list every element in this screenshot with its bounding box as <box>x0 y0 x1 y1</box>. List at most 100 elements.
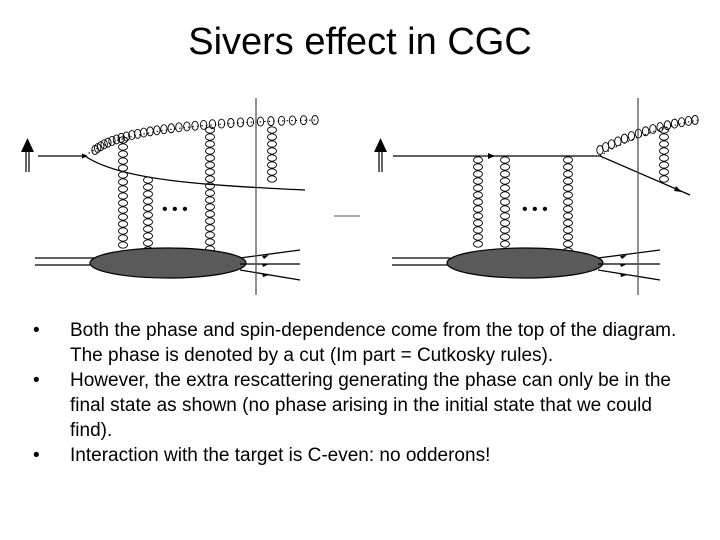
exchange-gluons <box>473 126 669 255</box>
gluon-loop <box>500 184 510 192</box>
gluon-loop <box>118 164 128 172</box>
ellipsis-dots: • • • <box>522 201 548 218</box>
gluon-loop <box>205 168 215 176</box>
gluon-loop <box>500 198 510 206</box>
gluon-loop <box>205 231 215 239</box>
gluon-loop <box>614 136 622 147</box>
gluon-loop <box>267 147 277 155</box>
gluon-loop <box>563 170 573 178</box>
gluon-loop <box>659 126 669 134</box>
right-diagram: • • • <box>374 98 699 295</box>
gluon-loop <box>473 177 483 185</box>
gluon-loop <box>140 127 148 138</box>
gluon-loop <box>97 141 105 152</box>
gluon-loop <box>118 199 128 207</box>
gluon-loop <box>620 133 629 144</box>
gluon-loop <box>659 168 669 176</box>
gluon-loop <box>205 238 215 246</box>
feynman-diagrams: • • • • • • <box>21 98 699 295</box>
target-outgoing-1 <box>597 249 661 259</box>
quark-line <box>84 155 306 191</box>
gluon-loop <box>267 175 277 183</box>
gluon-loop <box>118 171 128 179</box>
gluon-loop <box>246 117 255 127</box>
gluon-loop <box>641 126 650 137</box>
gluon-loop <box>205 182 215 190</box>
gluon-loop <box>118 143 128 151</box>
gluon-loop <box>684 116 693 126</box>
gluon-loop <box>143 232 153 240</box>
gluon-loop <box>118 234 128 242</box>
target-outgoing-1 <box>239 249 301 259</box>
gluon-loop <box>277 115 286 126</box>
gluon-loop <box>500 191 510 199</box>
gluon-loop <box>500 156 510 164</box>
gluon-loop <box>473 226 483 234</box>
gluon-loop <box>256 116 265 127</box>
gluon-loop <box>500 226 510 234</box>
gluon-loop <box>473 219 483 227</box>
gluon-loop <box>205 217 215 225</box>
gluon-loop <box>267 116 275 127</box>
gluon-loop <box>473 156 483 164</box>
gluon-loop <box>128 130 136 141</box>
gluon-loop <box>299 115 308 126</box>
gluon-loop <box>659 147 669 155</box>
gluon-loop <box>143 176 153 184</box>
gluon-loop <box>563 198 573 206</box>
gluon-emitted <box>599 119 699 157</box>
gluon-loop <box>175 122 183 133</box>
gluon-loop <box>143 204 153 212</box>
gluon-loop <box>143 197 153 205</box>
gluon-loop <box>205 175 215 183</box>
gluon-loop <box>288 115 297 126</box>
gluon-loop <box>118 206 128 214</box>
gluon-loop <box>205 224 215 232</box>
gluon-loop <box>659 175 669 183</box>
gluon-loop <box>118 220 128 228</box>
gluon-loop <box>167 123 175 134</box>
gluon-loop <box>659 161 669 169</box>
gluon-loop <box>143 218 153 226</box>
gluon-loop <box>500 170 510 178</box>
bullet-list: •Both the phase and spin-dependence come… <box>30 318 690 468</box>
gluon-loop <box>563 205 573 213</box>
gluon-loop <box>563 233 573 241</box>
gluon-loop <box>473 191 483 199</box>
gluon-loop <box>117 132 125 143</box>
gluon-loop <box>205 140 215 148</box>
gluon-loop <box>563 163 573 171</box>
gluon-loop <box>473 240 483 248</box>
gluon-loop <box>500 233 510 241</box>
gluon-loop <box>563 191 573 199</box>
gluon-loop <box>227 118 235 128</box>
bullet-text: However, the extra rescattering generati… <box>70 370 671 441</box>
bullet-text: Both the phase and spin-dependence come … <box>70 320 677 366</box>
gluon-loop <box>563 212 573 220</box>
bullet-item: •Both the phase and spin-dependence come… <box>30 318 690 368</box>
gluon-loop <box>118 241 128 249</box>
gluon-loop <box>267 161 277 169</box>
exchange-gluons <box>118 126 277 254</box>
target-outgoing-3 <box>239 269 301 281</box>
gluon-loop <box>500 240 510 248</box>
slide-title: Sivers effect in CGC <box>188 21 532 63</box>
gluon-loop <box>473 198 483 206</box>
gluon-loop <box>118 178 128 186</box>
gluon-loop <box>217 118 226 129</box>
gluon-loop <box>473 170 483 178</box>
gluon-loop <box>267 140 277 148</box>
gluon-loop <box>143 183 153 191</box>
ellipsis-dots: • • • <box>162 201 188 218</box>
target-blob <box>89 247 247 279</box>
gluon-loop <box>205 161 215 169</box>
spin-arrow-icon <box>374 138 387 172</box>
gluon-loop <box>205 203 215 211</box>
gluon-loop <box>663 120 672 131</box>
gluon-loop <box>500 205 510 213</box>
gluon-loop <box>112 134 121 145</box>
gluon-loop <box>143 211 153 219</box>
gluon-loop <box>205 133 215 141</box>
gluon-loop <box>267 133 277 141</box>
gluon-loop <box>143 190 153 198</box>
